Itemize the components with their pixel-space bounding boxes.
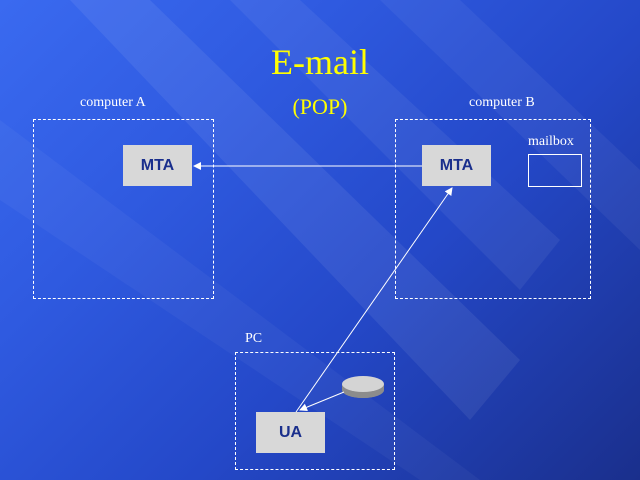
computer-a-label: computer A (80, 95, 146, 110)
slide-title: E-mail (271, 42, 369, 82)
ua-node: UA (256, 412, 325, 453)
computer-b-label: computer B (469, 95, 535, 110)
computer-a-box (33, 119, 214, 299)
slide-subtitle: (POP) (292, 94, 348, 119)
ua-label: UA (278, 423, 303, 441)
mailbox-label: mailbox (528, 134, 574, 149)
pc-label: PC (245, 331, 263, 346)
computer-a-mta-label: MTA (140, 156, 175, 174)
mailbox-rect (528, 154, 582, 187)
computer-b-mta-node: MTA (422, 145, 491, 186)
computer-b-mta-label: MTA (439, 156, 474, 174)
computer-a-mta-node: MTA (123, 145, 192, 186)
